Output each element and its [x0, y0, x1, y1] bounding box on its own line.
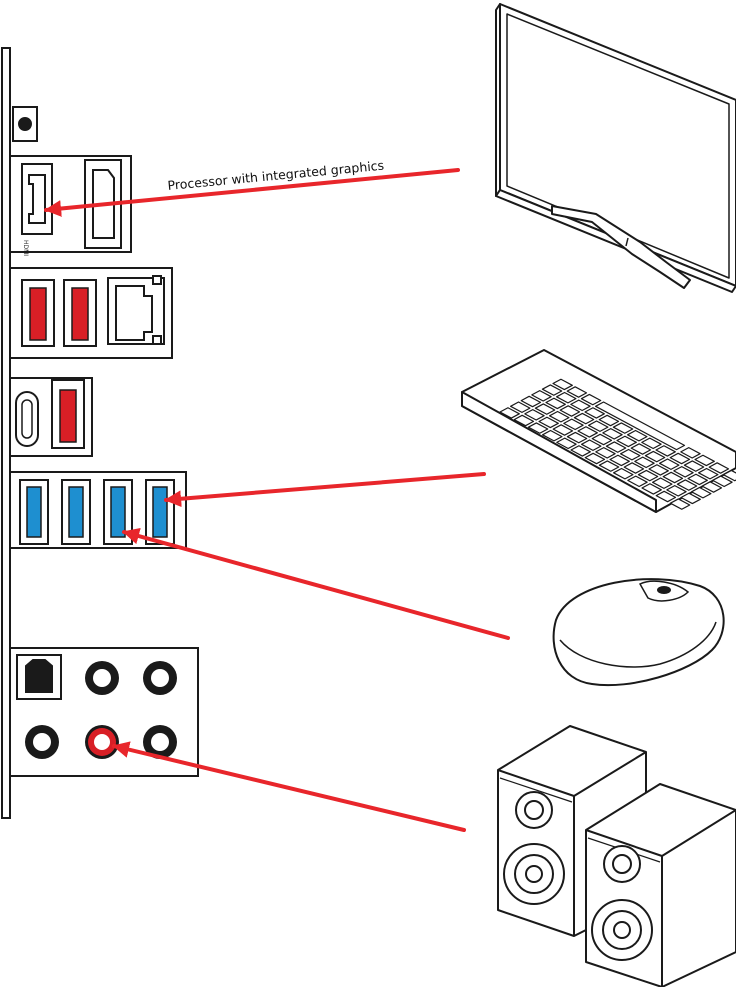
clear-cmos-button[interactable]	[13, 107, 37, 141]
usb-red-port-1[interactable]	[22, 280, 54, 346]
usb-blue-port-4[interactable]	[146, 480, 174, 544]
usb-c-and-usb	[10, 378, 92, 456]
usb-and-lan	[10, 268, 172, 358]
speakers-icon	[498, 726, 736, 987]
lan-port-icon[interactable]	[108, 276, 164, 344]
mouse-icon	[554, 579, 724, 685]
audio-line-out-jack[interactable]	[85, 725, 119, 759]
keyboard-icon	[462, 350, 736, 512]
audio-jack-2[interactable]	[143, 661, 177, 695]
audio-jack-1[interactable]	[85, 661, 119, 695]
usb-c-port-icon[interactable]	[16, 392, 38, 446]
audio-jack-3[interactable]	[25, 725, 59, 759]
usb-red-port-2[interactable]	[64, 280, 96, 346]
arrow-mouse-to-usb	[124, 532, 508, 638]
usb-blue	[10, 472, 186, 548]
usb-red-port-3[interactable]	[52, 380, 84, 448]
usb-blue-port-1[interactable]	[20, 480, 48, 544]
monitor-icon	[496, 4, 736, 292]
io-shield-edge	[2, 48, 10, 818]
svg-text:HDMI: HDMI	[22, 240, 29, 256]
io-panel: HDMI	[2, 48, 198, 818]
audio-jacks	[10, 648, 198, 776]
optical-spdif-icon[interactable]	[17, 655, 61, 699]
usb-blue-port-2[interactable]	[62, 480, 90, 544]
arrow-keyboard-to-usb	[166, 474, 484, 500]
arrow-speakers-to-audio	[114, 746, 464, 830]
